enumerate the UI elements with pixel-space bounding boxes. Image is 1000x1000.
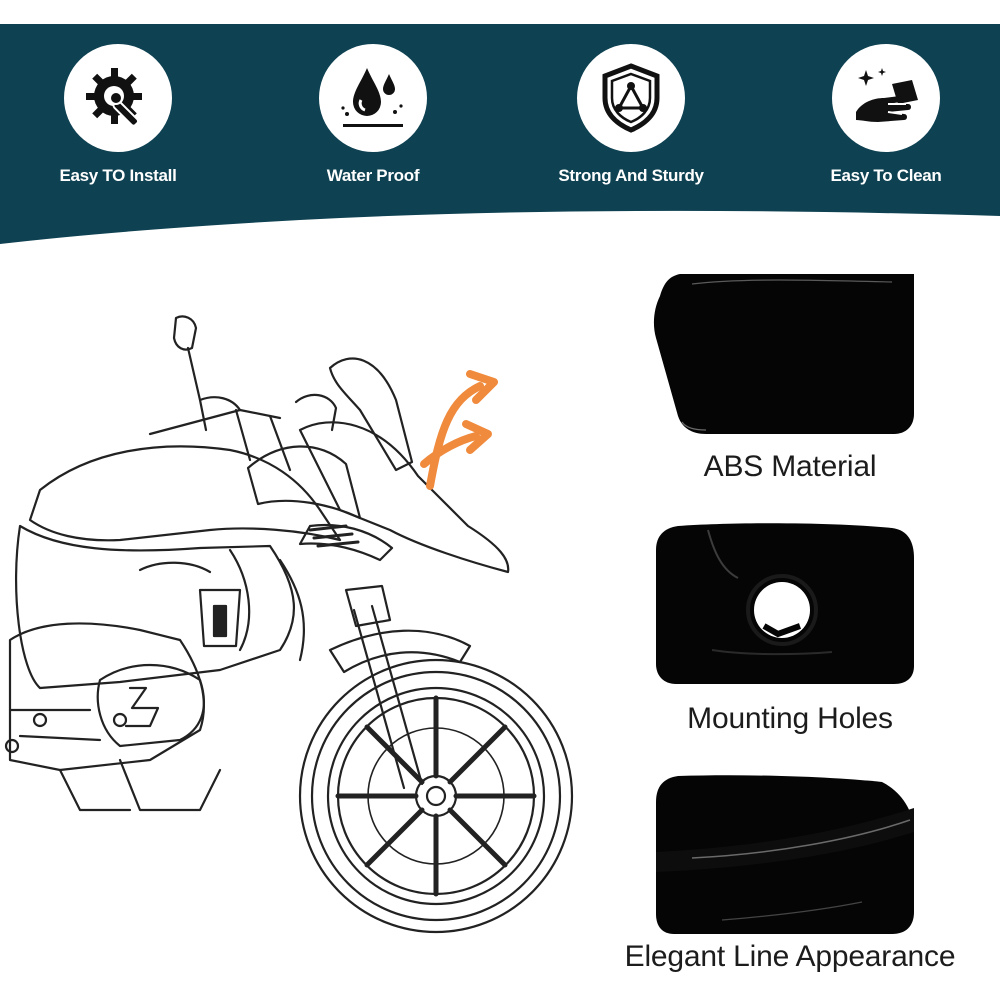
- feature-label: Strong And Sturdy: [558, 166, 704, 185]
- feature-strong-sturdy: Strong And Sturdy: [531, 44, 731, 214]
- feature-icon-circle: [64, 44, 172, 152]
- hand-wipe-icon: [856, 68, 918, 122]
- shield-triangle-icon: [602, 63, 660, 133]
- elegant-line-closeup: [656, 775, 914, 934]
- arrows-icon: [420, 370, 498, 490]
- feature-icon-circle: [832, 44, 940, 152]
- water-drops-icon: [341, 68, 403, 127]
- motorcycle-line-drawing: [4, 315, 574, 934]
- feature-label: Water Proof: [326, 166, 420, 185]
- detail-caption-abs-material: ABS Material: [703, 450, 877, 483]
- feature-easy-install: Easy TO Install: [18, 44, 218, 214]
- feature-label: Easy TO Install: [59, 166, 177, 185]
- feature-label: Easy To Clean: [830, 166, 942, 185]
- feature-icon-circle: [319, 44, 427, 152]
- detail-caption-mounting-holes: Mounting Holes: [687, 702, 893, 735]
- banner-background: [0, 24, 1000, 244]
- detail-caption-elegant-line: Elegant Line Appearance: [624, 940, 956, 973]
- gear-wrench-icon: [86, 68, 142, 127]
- feature-icon-circle: [577, 44, 685, 152]
- abs-material-closeup: [653, 274, 914, 434]
- feature-easy-clean: Easy To Clean: [786, 44, 986, 214]
- mounting-holes-closeup: [656, 523, 914, 684]
- feature-water-proof: Water Proof: [273, 44, 473, 214]
- feature-banner: Easy TO Install Water Proof: [0, 24, 1000, 244]
